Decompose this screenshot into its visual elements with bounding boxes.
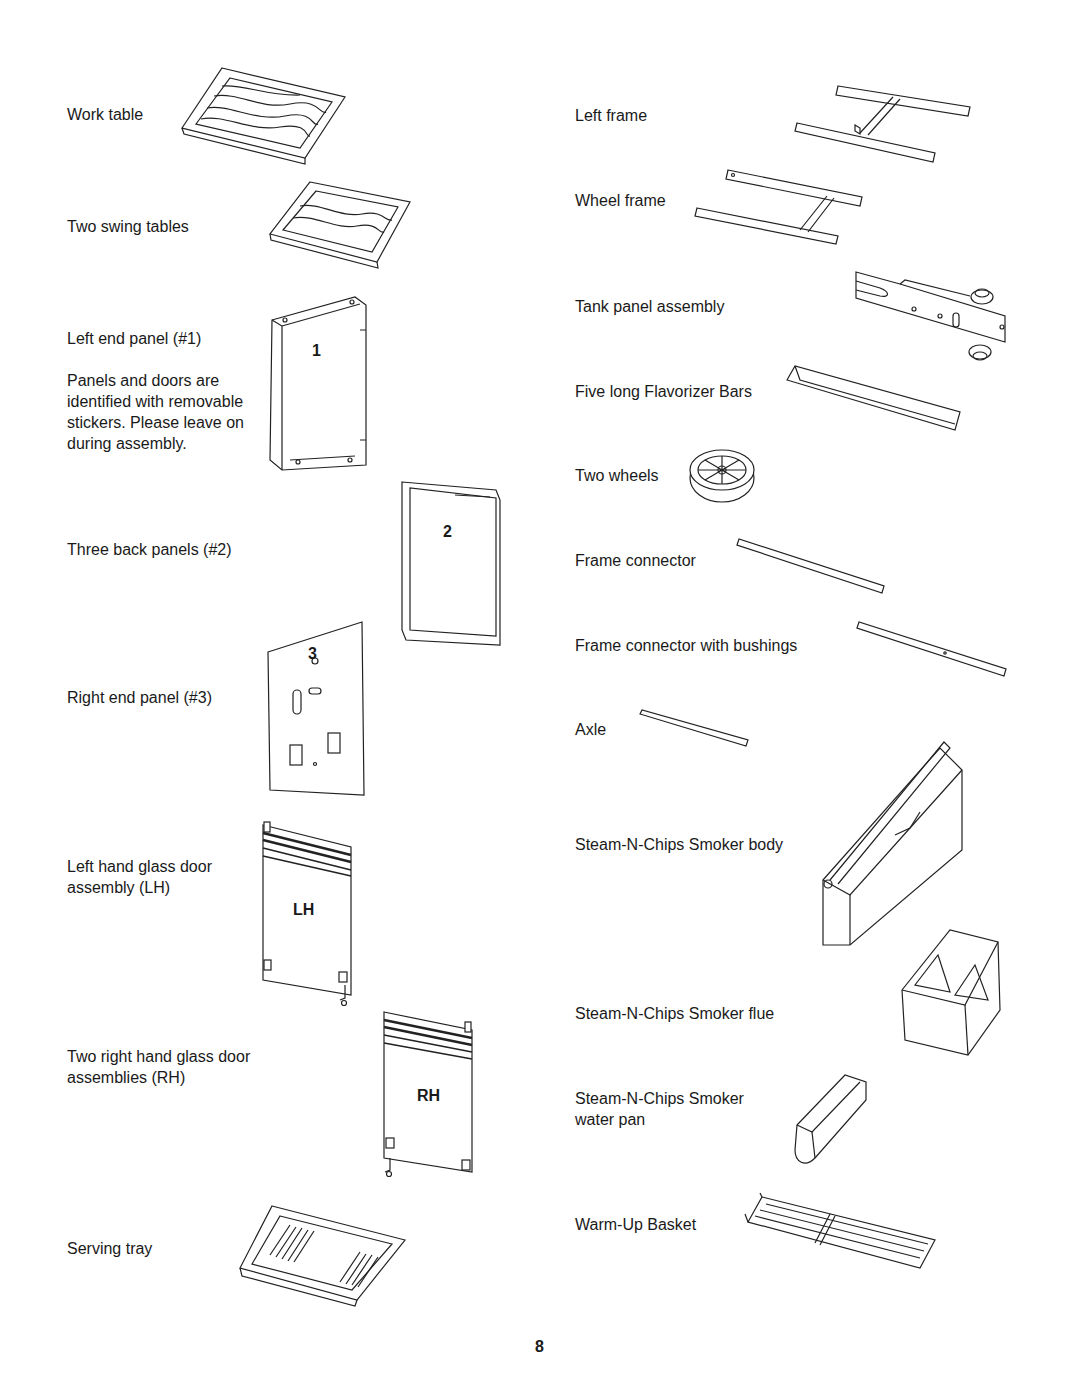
warm-up-basket [745,1193,935,1268]
part-name: Left end panel (#1) [67,328,201,349]
frame-connector [737,539,884,593]
part-name: Frame connector [575,550,696,571]
part-name: Warm-Up Basket [575,1214,696,1235]
serving-tray [240,1206,405,1306]
part-name: Left hand glass door assembly (LH) [67,856,242,898]
axle [640,710,748,746]
part-name: Steam-N-Chips Smoker body [575,834,783,855]
right-end-panel [268,622,364,795]
smoker-flue [902,930,1000,1055]
part-name: Left frame [575,105,647,126]
part-name: Steam-N-Chips Smoker water pan [575,1088,770,1130]
part-name: Right end panel (#3) [67,687,212,708]
part-name: Axle [575,719,606,740]
smoker-body [823,742,962,945]
page-number: 8 [535,1336,544,1357]
tank-panel [856,272,1005,360]
wheel-frame [695,170,862,244]
part-name: Two right hand glass door assemblies (RH… [67,1046,279,1088]
left-end-panel [270,297,366,470]
callout-number: LH [293,899,314,920]
back-panel [402,482,500,645]
part-name: Steam-N-Chips Smoker flue [575,1003,774,1024]
lh-glass-door [263,822,351,1006]
rh-glass-door [384,1012,472,1177]
part-name: Tank panel assembly [575,296,724,317]
part-name: Serving tray [67,1238,152,1259]
swing-table [270,182,410,268]
part-name: Five long Flavorizer Bars [575,381,752,402]
frame-connector-bushings [857,622,1006,676]
flavorizer-bar [787,366,960,430]
assembly-note: Panels and doors are identified with rem… [67,370,247,454]
part-name: Wheel frame [575,190,666,211]
part-name: Frame connector with bushings [575,635,797,656]
part-name: Two wheels [575,465,659,486]
callout-number: 2 [443,521,452,542]
callout-number: 1 [312,340,321,361]
left-frame [795,86,970,162]
part-name: Two swing tables [67,216,189,237]
part-name: Work table [67,104,143,125]
callout-number: 3 [308,643,317,664]
work-table [182,68,345,164]
wheel [690,450,754,502]
part-name: Three back panels (#2) [67,539,232,560]
water-pan [795,1075,866,1163]
callout-number: RH [417,1085,440,1106]
